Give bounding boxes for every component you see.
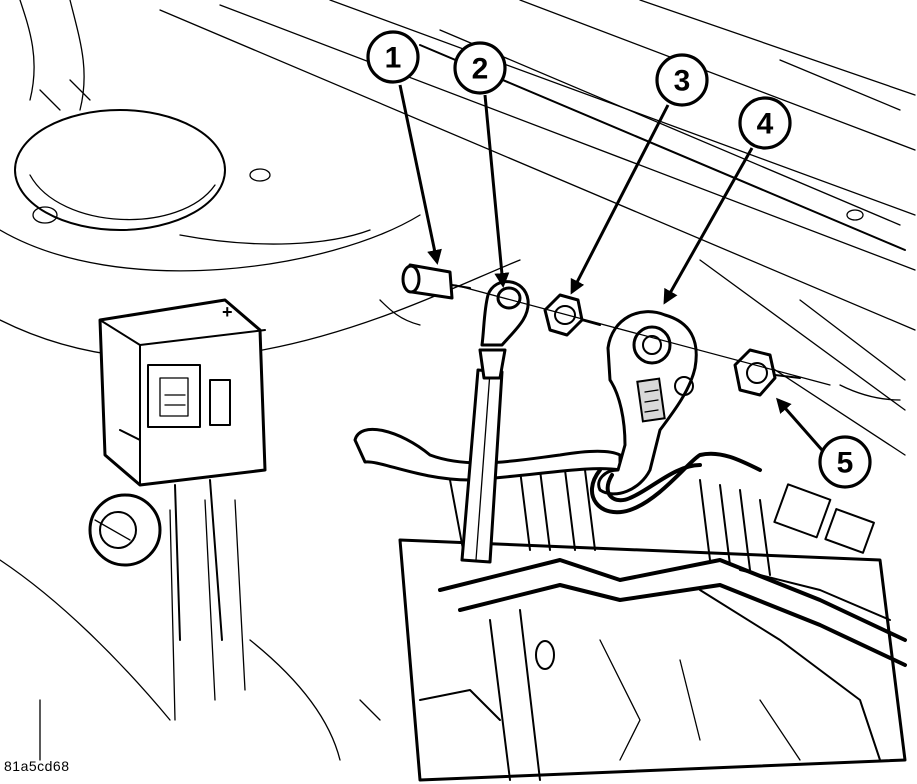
wire-harness — [353, 427, 622, 482]
positive-cable-terminal — [589, 310, 762, 515]
callout-2-leader — [483, 94, 510, 288]
terminal-nut — [543, 293, 601, 337]
callout-2: 2 — [453, 41, 510, 288]
electrical-connector: + — [98, 298, 267, 641]
ground-strap — [460, 280, 530, 564]
callout-1-number: 1 — [385, 42, 402, 75]
callout-4-leader — [663, 147, 754, 305]
callout-1-circle — [366, 30, 420, 84]
callout-3-leader — [570, 104, 670, 295]
terminal-retaining-nut — [733, 348, 801, 397]
callout-4-number: 4 — [757, 108, 774, 141]
background-body-panels — [0, 0, 916, 761]
mounting-bolt — [88, 493, 162, 567]
callout-5-number: 5 — [837, 447, 854, 480]
callout-5: 5 — [776, 397, 872, 489]
callout-4-circle — [738, 96, 792, 150]
callout-5-leader — [776, 397, 824, 451]
callout-1: 1 — [366, 30, 442, 265]
svg-text:+: + — [222, 302, 233, 322]
callout-2-circle — [453, 41, 507, 95]
callout-3-number: 3 — [674, 65, 691, 98]
battery-tray — [398, 469, 907, 782]
callout-5-circle — [818, 435, 872, 489]
callout-4: 4 — [663, 96, 792, 305]
callout-3: 3 — [570, 53, 709, 295]
callout-3-circle — [655, 53, 709, 107]
mounting-stud — [401, 263, 471, 300]
callout-1-leader — [398, 84, 442, 265]
figure-id-label: 81a5cd68 — [4, 758, 70, 774]
callout-2-number: 2 — [472, 53, 489, 86]
stud-axis-line — [454, 284, 831, 386]
